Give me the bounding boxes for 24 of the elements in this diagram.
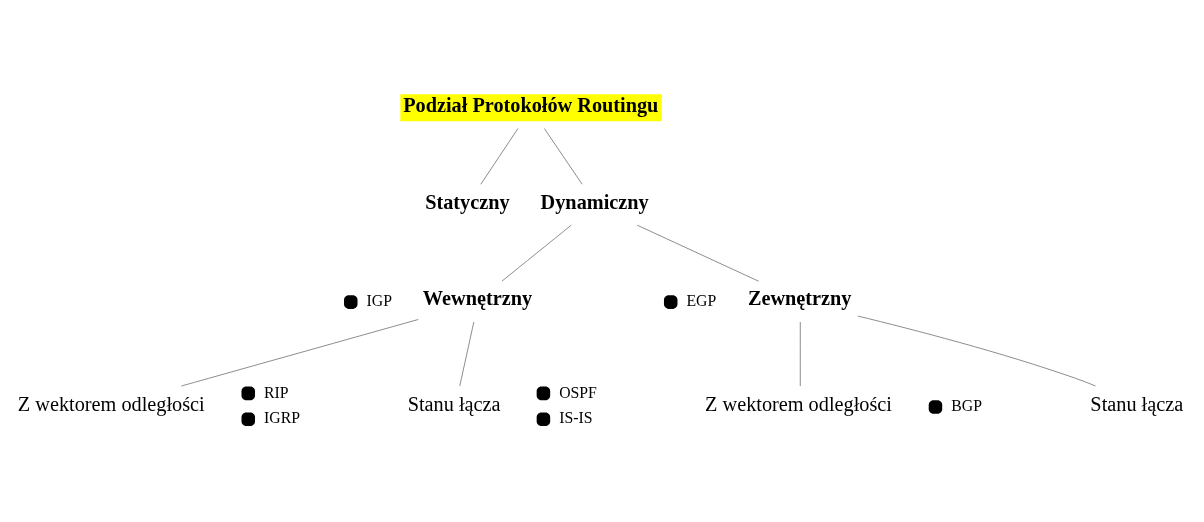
connector xyxy=(459,321,475,387)
node-text: Stanu łącza xyxy=(1090,393,1184,416)
node-text: Stanu łącza xyxy=(407,393,501,416)
node-text: Zewnętrzny xyxy=(747,287,852,310)
node-label: RIP xyxy=(264,383,289,401)
node-label: OSPF xyxy=(559,383,597,401)
connector xyxy=(480,128,519,185)
node-label: IGP xyxy=(366,292,392,310)
node-text: Wewnętrzny xyxy=(422,287,533,310)
node-label: IS-IS xyxy=(559,409,593,427)
node-text: Z wektorem odległości xyxy=(705,393,892,416)
node-label: BGP xyxy=(951,397,982,415)
node-label: IGRP xyxy=(264,409,300,427)
node-label: EGP xyxy=(686,292,717,310)
connector xyxy=(799,321,801,387)
node-text: Statyczny xyxy=(425,190,510,213)
node-box: Podział Protokołów Routingu xyxy=(400,94,662,122)
node-text: Z wektorem odległości xyxy=(17,393,205,416)
node-text: Dynamiczny xyxy=(540,190,649,213)
connector xyxy=(636,224,760,282)
connector xyxy=(180,319,419,387)
connector xyxy=(543,128,583,185)
connector xyxy=(857,315,1096,387)
connector xyxy=(501,224,572,282)
